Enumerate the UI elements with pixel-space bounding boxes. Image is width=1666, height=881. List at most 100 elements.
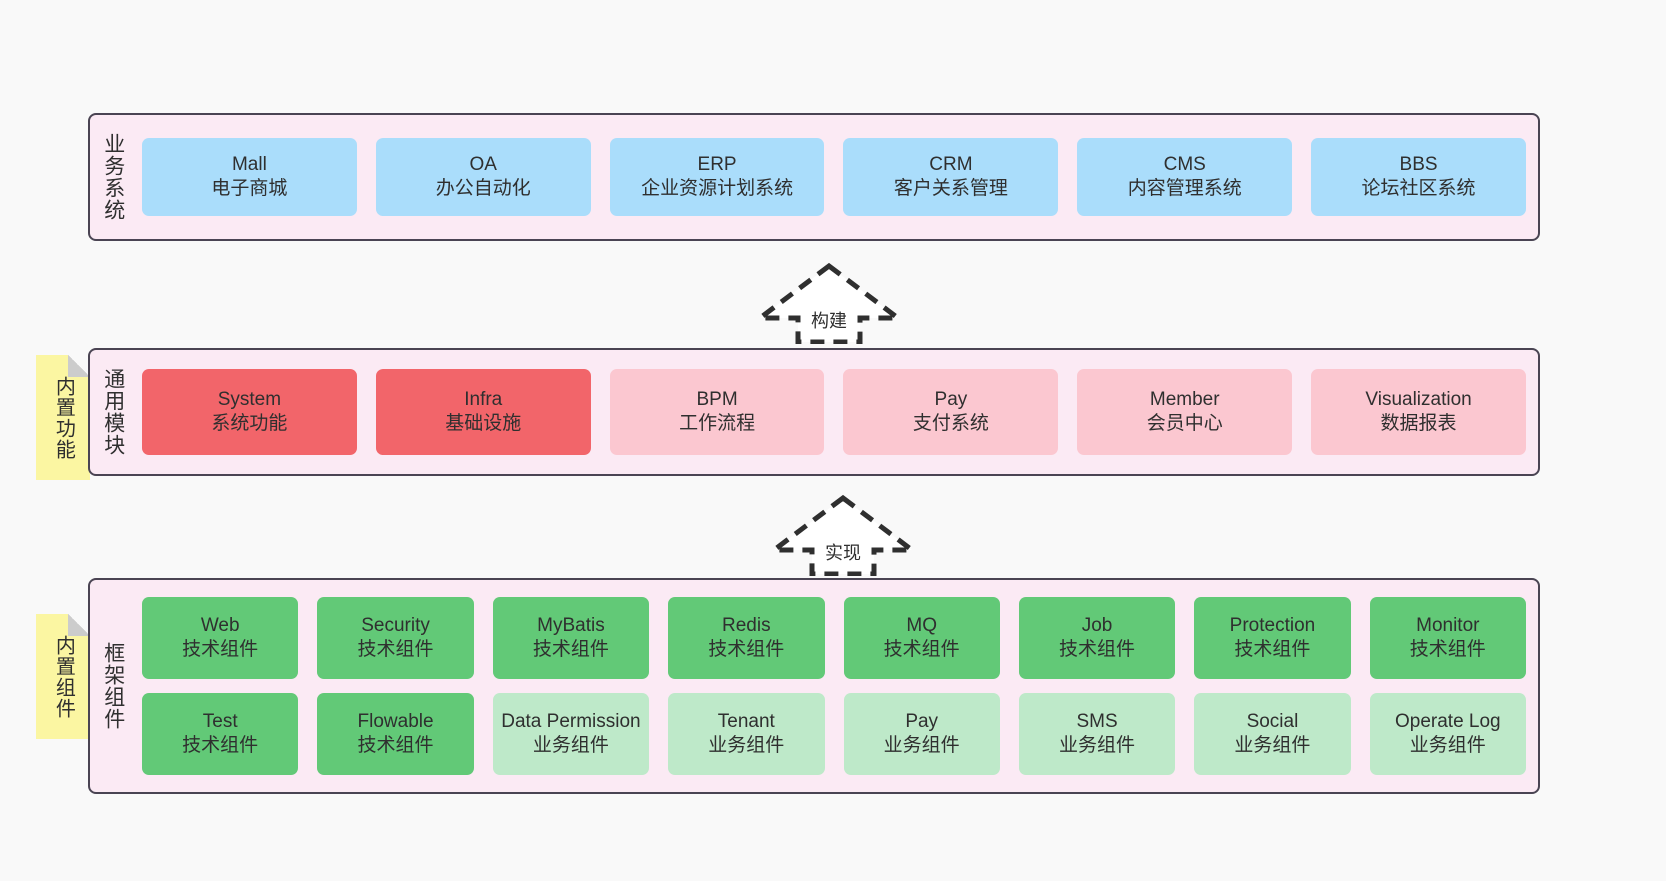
box-title: Mall — [231, 153, 267, 175]
box-subtitle: 业务组件 — [1409, 735, 1486, 756]
box-title: Job — [1081, 614, 1113, 636]
box-title: Social — [1246, 710, 1299, 732]
box-title: Pay — [934, 388, 968, 410]
box-flowable[interactable]: Flowable 技术组件 — [317, 693, 474, 775]
note-fold-corner-icon — [68, 355, 90, 377]
box-pay-component[interactable]: Pay 业务组件 — [843, 693, 1000, 775]
box-title: Data Permission — [501, 710, 641, 732]
box-web[interactable]: Web 技术组件 — [142, 597, 299, 679]
box-subtitle: 数据报表 — [1380, 413, 1457, 434]
note-builtin-features-label: 内置功能 — [52, 375, 75, 460]
box-title: Tenant — [717, 710, 775, 732]
box-title: CRM — [929, 153, 973, 175]
row-framework-2: Test 技术组件 Flowable 技术组件 Data Permission … — [142, 693, 1526, 775]
box-subtitle: 技术组件 — [1409, 639, 1486, 660]
box-member[interactable]: Member 会员中心 — [1077, 369, 1293, 455]
note-builtin-components-label: 内置组件 — [52, 634, 75, 719]
box-infra[interactable]: Infra 基础设施 — [375, 369, 591, 455]
box-subtitle: 技术组件 — [883, 639, 960, 660]
box-subtitle: 技术组件 — [357, 735, 434, 756]
box-title: Monitor — [1416, 614, 1480, 636]
box-social[interactable]: Social 业务组件 — [1194, 693, 1351, 775]
box-subtitle: 基础设施 — [445, 413, 522, 434]
box-title: BPM — [696, 388, 738, 410]
box-protection[interactable]: Protection 技术组件 — [1194, 597, 1351, 679]
box-title: Pay — [905, 710, 939, 732]
box-subtitle: 技术组件 — [1234, 639, 1311, 660]
box-subtitle: 技术组件 — [182, 639, 259, 660]
box-subtitle: 技术组件 — [532, 639, 609, 660]
box-subtitle: 论坛社区系统 — [1361, 178, 1476, 199]
box-subtitle: 系统功能 — [211, 413, 288, 434]
box-title: Protection — [1229, 614, 1316, 636]
row-framework-1: Web 技术组件 Security 技术组件 MyBatis 技术组件 Redi… — [142, 597, 1526, 679]
box-pay-module[interactable]: Pay 支付系统 — [843, 369, 1059, 455]
box-data-permission[interactable]: Data Permission 业务组件 — [492, 693, 650, 775]
box-sms[interactable]: SMS 业务组件 — [1018, 693, 1176, 775]
box-title: MQ — [906, 614, 937, 636]
box-subtitle: 技术组件 — [357, 639, 434, 660]
box-monitor[interactable]: Monitor 技术组件 — [1369, 597, 1526, 679]
layer-framework-components: 框架组件 Web 技术组件 Security 技术组件 MyBatis 技术组件… — [88, 578, 1540, 794]
box-subtitle: 业务组件 — [883, 735, 960, 756]
box-bpm[interactable]: BPM 工作流程 — [609, 369, 825, 455]
box-erp[interactable]: ERP 企业资源计划系统 — [609, 138, 825, 216]
box-title: SMS — [1076, 710, 1118, 732]
box-title: Flowable — [357, 710, 434, 732]
box-mall[interactable]: Mall 电子商城 — [142, 138, 357, 216]
box-visualization[interactable]: Visualization 数据报表 — [1311, 369, 1526, 455]
box-title: Test — [202, 710, 238, 732]
box-subtitle: 技术组件 — [1059, 639, 1136, 660]
layer-title-framework: 框架组件 — [101, 642, 125, 730]
box-subtitle: 业务组件 — [1234, 735, 1311, 756]
layer-title-business: 业务系统 — [101, 133, 125, 221]
layer-common-modules: 通用模块 System 系统功能 Infra 基础设施 BPM 工作流程 Pay… — [88, 348, 1540, 476]
row-business-1: Mall 电子商城 OA 办公自动化 ERP 企业资源计划系统 CRM 客户关系… — [142, 138, 1526, 216]
box-subtitle: 支付系统 — [912, 413, 989, 434]
box-subtitle: 电子商城 — [211, 178, 288, 199]
box-title: System — [217, 388, 282, 410]
box-subtitle: 办公自动化 — [435, 178, 531, 199]
box-test[interactable]: Test 技术组件 — [142, 693, 299, 775]
box-subtitle: 企业资源计划系统 — [641, 178, 794, 199]
box-title: Infra — [464, 388, 503, 410]
box-operate-log[interactable]: Operate Log 业务组件 — [1369, 693, 1526, 775]
box-crm[interactable]: CRM 客户关系管理 — [843, 138, 1059, 216]
box-job[interactable]: Job 技术组件 — [1018, 597, 1176, 679]
box-subtitle: 工作流程 — [679, 413, 756, 434]
box-oa[interactable]: OA 办公自动化 — [375, 138, 591, 216]
box-mq[interactable]: MQ 技术组件 — [843, 597, 1000, 679]
box-title: Visualization — [1365, 388, 1472, 410]
note-builtin-components: 内置组件 — [36, 614, 90, 739]
box-redis[interactable]: Redis 技术组件 — [668, 597, 825, 679]
box-title: CMS — [1163, 153, 1206, 175]
note-fold-corner-icon — [68, 614, 90, 636]
box-title: MyBatis — [537, 614, 605, 636]
layer-body-common: System 系统功能 Infra 基础设施 BPM 工作流程 Pay 支付系统… — [136, 350, 1538, 474]
box-bbs[interactable]: BBS 论坛社区系统 — [1311, 138, 1526, 216]
box-subtitle: 内容管理系统 — [1127, 178, 1242, 199]
row-common-1: System 系统功能 Infra 基础设施 BPM 工作流程 Pay 支付系统… — [142, 369, 1526, 455]
box-subtitle: 技术组件 — [708, 639, 785, 660]
note-builtin-features: 内置功能 — [36, 355, 90, 480]
layer-title-common: 通用模块 — [101, 368, 125, 456]
box-tenant[interactable]: Tenant 业务组件 — [668, 693, 825, 775]
layer-body-framework: Web 技术组件 Security 技术组件 MyBatis 技术组件 Redi… — [136, 580, 1538, 792]
box-title: OA — [469, 153, 497, 175]
box-system[interactable]: System 系统功能 — [142, 369, 357, 455]
box-title: ERP — [697, 153, 737, 175]
box-title: Member — [1149, 388, 1220, 410]
connector-build: 构建 — [756, 262, 902, 344]
box-subtitle: 客户关系管理 — [893, 178, 1008, 199]
box-cms[interactable]: CMS 内容管理系统 — [1077, 138, 1293, 216]
box-mybatis[interactable]: MyBatis 技术组件 — [492, 597, 650, 679]
layer-body-business: Mall 电子商城 OA 办公自动化 ERP 企业资源计划系统 CRM 客户关系… — [136, 115, 1538, 239]
box-title: Web — [200, 614, 240, 636]
box-title: Redis — [722, 614, 771, 636]
box-subtitle: 业务组件 — [532, 735, 609, 756]
connector-implement-label: 实现 — [825, 543, 861, 563]
box-subtitle: 业务组件 — [708, 735, 785, 756]
box-security[interactable]: Security 技术组件 — [317, 597, 474, 679]
box-title: Operate Log — [1394, 710, 1501, 732]
